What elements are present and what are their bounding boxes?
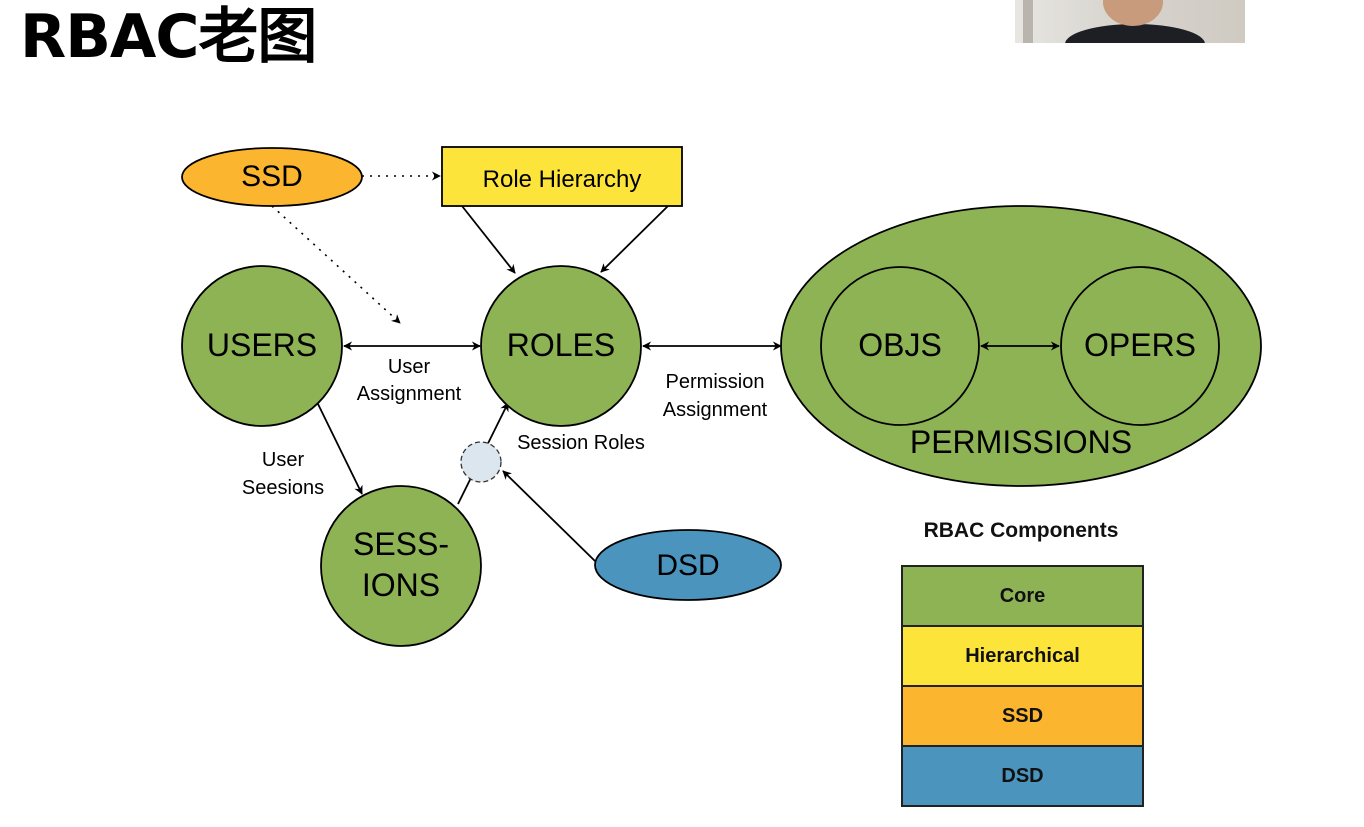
roles-label: ROLES — [507, 327, 615, 363]
user-sessions-edge — [317, 403, 363, 495]
legend-title: RBAC Components — [923, 519, 1119, 542]
opers-node — [1060, 266, 1220, 426]
session-roles-label: Session Roles — [517, 432, 645, 454]
role-hierarchy-label: Role Hierarchy — [483, 166, 642, 193]
hierarchy-to-roles-edge-left — [461, 205, 516, 274]
roles-node — [480, 265, 642, 427]
user-assignment-label-2: Assignment — [357, 383, 462, 405]
user-assignment-label-1: User — [388, 356, 431, 378]
permission-assignment-label-2: Assignment — [663, 399, 768, 421]
permission-assignment-label-1: Permission — [666, 371, 765, 393]
session-roles-marker — [460, 441, 502, 483]
legend-row-dsd: DSD — [903, 747, 1142, 805]
webcam-thumbnail — [1015, 0, 1245, 43]
user-sessions-label-1: User — [262, 449, 305, 471]
role-hierarchy-node — [441, 146, 683, 207]
ssd-to-user-assignment-edge — [271, 205, 401, 324]
legend-row-ssd: SSD — [903, 687, 1142, 747]
user-sessions-label-2: Seesions — [242, 477, 324, 499]
dsd-label: DSD — [656, 549, 719, 582]
legend-row-core: Core — [903, 567, 1142, 627]
objs-node — [820, 266, 980, 426]
legend-table: Core Hierarchical SSD DSD — [901, 565, 1144, 807]
users-label: USERS — [207, 327, 317, 363]
ssd-node — [181, 147, 363, 207]
sessions-label-line2: IONS — [362, 567, 440, 603]
page-title: RBAC老图 — [20, 2, 317, 72]
dsd-to-session-roles-edge — [502, 470, 597, 563]
sessions-label-line1: SESS- — [353, 526, 449, 562]
opers-label: OPERS — [1084, 327, 1196, 363]
users-node — [181, 265, 343, 427]
hierarchy-to-roles-edge-right — [600, 205, 669, 273]
sessions-node — [320, 485, 482, 647]
objs-label: OBJS — [858, 327, 942, 363]
ssd-label: SSD — [241, 160, 303, 193]
legend-row-hierarchical: Hierarchical — [903, 627, 1142, 687]
permissions-label: PERMISSIONS — [910, 424, 1132, 460]
dsd-node — [594, 529, 782, 601]
